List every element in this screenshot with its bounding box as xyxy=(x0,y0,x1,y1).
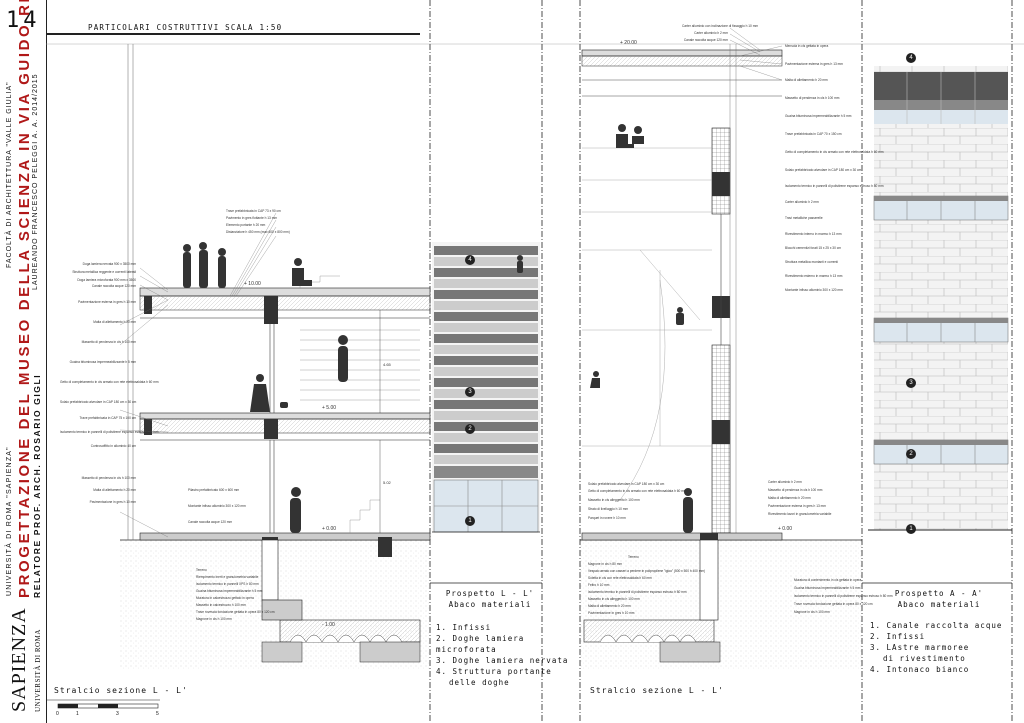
sheet-header: PARTICOLARI COSTRUTTIVI SCALA 1:50 xyxy=(88,23,283,32)
marker-ll-1: 1 xyxy=(465,516,475,526)
elev-5: + 5.00 xyxy=(322,405,337,411)
section-ll-left xyxy=(46,44,431,709)
abaco-ll-title: Prospetto L - L' Abaco materiali xyxy=(445,589,535,609)
scale-3: 3 xyxy=(116,711,119,717)
abaco-ll-list: 1. Infissi 2. Doghe lamiera microforata … xyxy=(436,623,569,687)
elev-minus1: - 1.00 xyxy=(322,622,335,628)
annot-right-foundation: Terreno Magrone in cls h 80 mm Vespaio a… xyxy=(588,555,706,615)
annot-right-list: Mensola in cls gettata in opera Paviment… xyxy=(785,44,884,292)
annot-right-bottom: Carter alluminio h 2 mm Massetto di pend… xyxy=(768,480,832,516)
elev-0-right: + 0.00 xyxy=(778,526,793,532)
caption-section-ll-2: Stralcio sezione L - L' xyxy=(590,686,724,695)
marker-aa-4: 4 xyxy=(906,53,916,63)
annot-right-mid: Solaio prefabbricato alveolare in CAP 18… xyxy=(588,482,687,520)
marker-aa-2: 2 xyxy=(906,449,916,459)
title-strip xyxy=(0,0,47,723)
marker-aa-3: 3 xyxy=(906,378,916,388)
marker-aa-1: 1 xyxy=(906,524,916,534)
prospetto-aa xyxy=(868,66,1012,531)
caption-section-ll: Stralcio sezione L - L' xyxy=(54,686,188,695)
annot-right-top: Carter alluminio con inclinazione di fis… xyxy=(682,24,759,42)
elev-10: + 10.00 xyxy=(244,281,261,287)
dim-1: 4.65 xyxy=(383,362,391,367)
elev-20: + 20.00 xyxy=(620,40,637,46)
scale-1: 1 xyxy=(76,711,79,717)
scale-5: 5 xyxy=(156,711,159,717)
annot-right-foundation-2: Muratura di contenimento in cls gettata … xyxy=(794,578,893,614)
scale-0: 0 xyxy=(56,711,59,717)
annot-left-list: Doga lamiera nervata 900 x 3500 mm Strut… xyxy=(60,262,159,504)
annot-left-mid: Pilastro prefabbricato 600 x 600 mm Mont… xyxy=(188,488,246,524)
annot-left-bottom: Terreno Riempimento inerti e granulometr… xyxy=(196,568,275,621)
dim-2: 5.02 xyxy=(383,480,391,485)
marker-ll-4: 4 xyxy=(465,255,475,265)
page-number: 14 xyxy=(6,8,41,33)
prospetto-ll xyxy=(432,242,540,533)
marker-ll-2: 2 xyxy=(465,424,475,434)
elev-0: + 0.00 xyxy=(322,526,337,532)
marker-ll-3: 3 xyxy=(465,387,475,397)
annot-left-top: Trave prefabbricata in CAP 73 x 90 cm Pa… xyxy=(226,209,290,234)
abaco-aa-title: Prospetto A - A' Abaco materiali xyxy=(894,589,984,609)
section-ll-right xyxy=(580,27,862,670)
abaco-aa-list: 1. Canale raccolta acque 2. Infissi 3. L… xyxy=(870,621,1003,674)
